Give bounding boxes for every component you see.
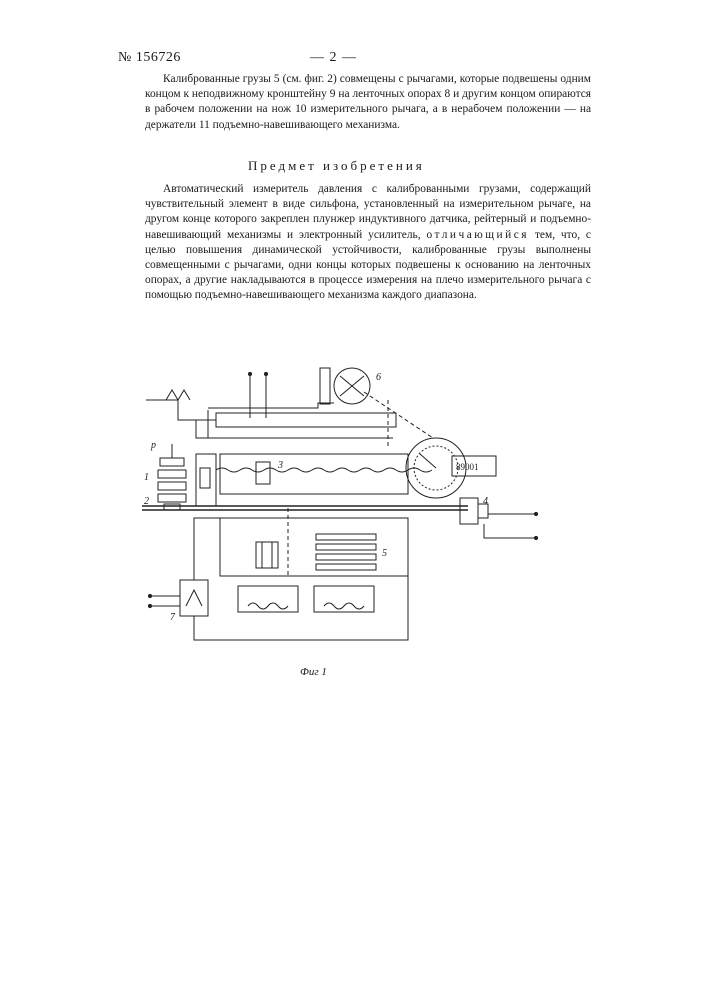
weight-plate [316, 564, 376, 570]
winding [324, 603, 364, 609]
terminal [248, 372, 251, 375]
terminal [534, 536, 537, 539]
weight-plate [316, 534, 376, 540]
liquid-level [216, 468, 432, 472]
weight-plate [316, 544, 376, 550]
wire [194, 518, 220, 580]
schematic-drawing: р 1 2 3 4 5 6 7 89001 [138, 358, 558, 663]
claim-paragraph: Автоматический измеритель давления с кал… [145, 182, 591, 304]
amplifier-7 [180, 580, 208, 616]
terminal [148, 594, 151, 597]
figure-caption: Фиг 1 [300, 666, 327, 678]
bellows-ring [158, 470, 186, 478]
lower-transformer-left [238, 586, 298, 612]
sensor-inner [200, 468, 210, 488]
transformer [256, 542, 278, 568]
upper-wire [208, 403, 334, 408]
terminal [264, 372, 267, 375]
label-3: 3 [277, 460, 283, 471]
patent-number: № 156726 [118, 50, 181, 66]
weight-plate [316, 554, 376, 560]
label-5: 5 [382, 548, 387, 559]
bellows-base [164, 504, 180, 510]
lower-frame [220, 518, 408, 576]
label-6: 6 [376, 372, 381, 383]
counter-readout: 89001 [456, 462, 479, 472]
sensor-box [196, 454, 216, 506]
wire [484, 524, 534, 538]
winding [248, 603, 288, 609]
dial-pointer [420, 454, 436, 468]
motor-frame [320, 368, 330, 404]
section-heading: Предмет изобретения [248, 158, 425, 174]
figure-1-diagram: р 1 2 3 4 5 6 7 89001 [138, 358, 558, 663]
description-paragraph: Калиброванные грузы 5 (см. фиг. 2) совме… [145, 72, 591, 133]
bellows-ring [158, 494, 186, 502]
coil-symbol [166, 390, 190, 400]
label-4: 4 [483, 496, 488, 507]
bellows-ring [158, 482, 186, 490]
claim-emphasis: отличающийся [426, 229, 529, 241]
label-2: 2 [144, 496, 149, 507]
amplifier-symbol [186, 590, 202, 606]
inductive-sensor-4 [460, 498, 478, 524]
label-1: 1 [144, 472, 149, 483]
lower-transformer-right [314, 586, 374, 612]
label-7: 7 [170, 612, 176, 623]
terminal [534, 512, 537, 515]
terminal [148, 604, 151, 607]
middle-frame [220, 454, 408, 494]
upper-lever [216, 413, 396, 427]
weight-3 [256, 462, 270, 484]
upper-frame [146, 400, 393, 438]
page-number: — 2 — [310, 50, 357, 66]
dashed-link [364, 392, 433, 438]
bellows-cap [160, 458, 184, 466]
label-p: р [150, 440, 156, 451]
